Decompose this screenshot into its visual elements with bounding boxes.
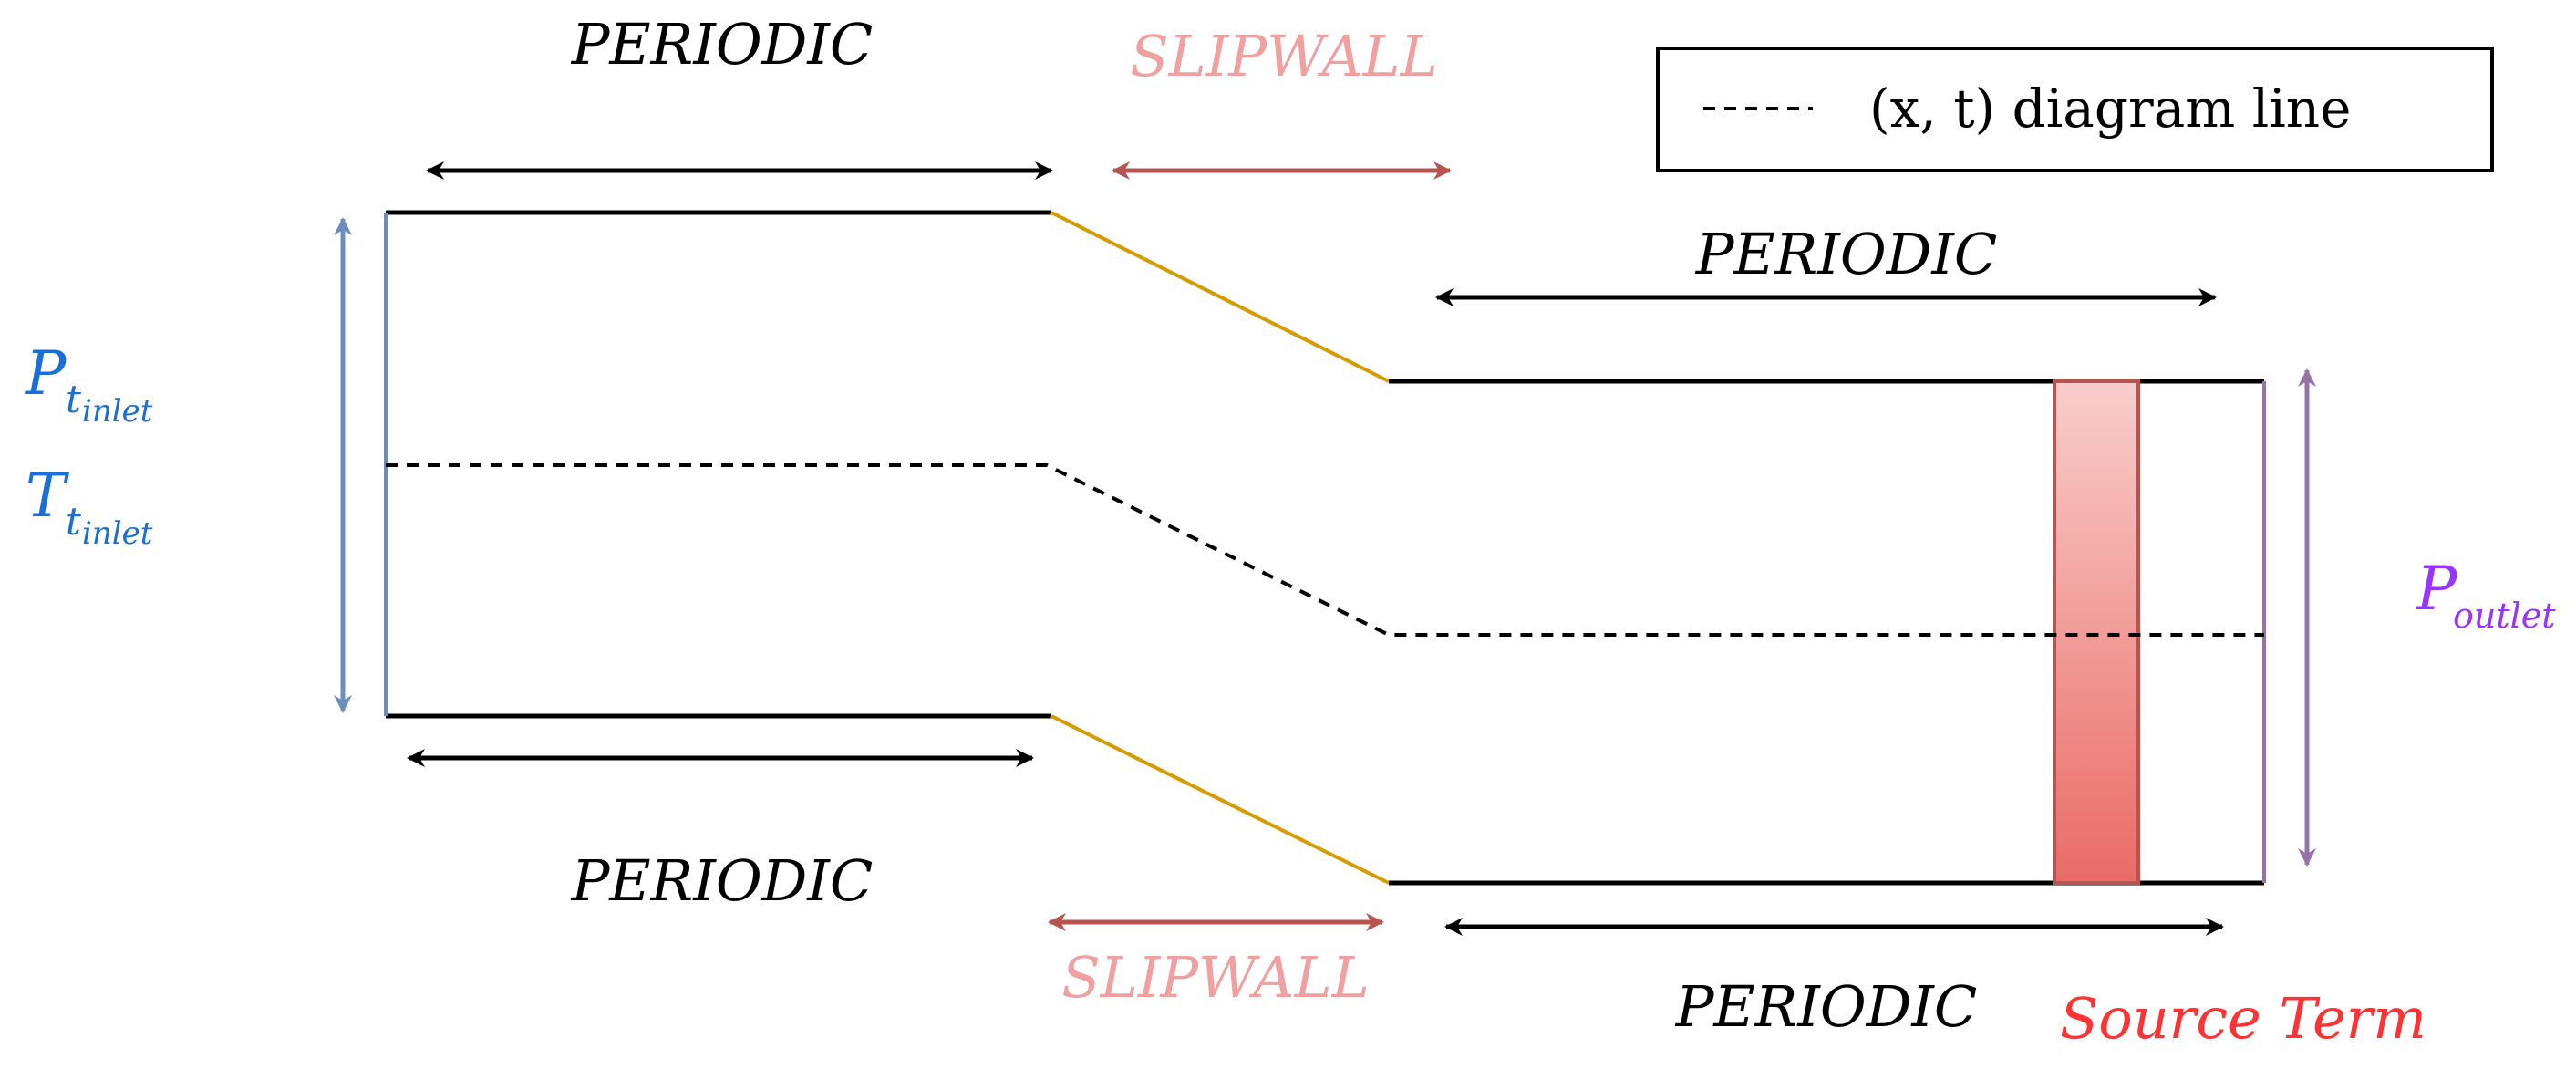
svg-text:t: t <box>66 499 81 544</box>
svg-text:inlet: inlet <box>82 515 153 552</box>
source-term-region <box>2053 379 2140 885</box>
periodic-label-top-right: PERIODIC <box>1695 221 1998 287</box>
periodic-label-bottom-right: PERIODIC <box>1675 973 1978 1040</box>
svg-text:P: P <box>2416 554 2458 624</box>
svg-text:outlet: outlet <box>2453 596 2556 636</box>
periodic-label-bottom-left: PERIODIC <box>571 847 874 914</box>
svg-text:inlet: inlet <box>82 393 153 430</box>
svg-text:P: P <box>25 338 67 409</box>
outlet-pressure-label: P outlet <box>2416 554 2556 636</box>
legend: (x, t) diagram line <box>1656 47 2494 172</box>
bottom-wall-taper <box>1050 714 1390 885</box>
slipwall-label-top: SLIPWALL <box>1130 23 1438 89</box>
source-term-label: Source Term <box>2060 985 2426 1052</box>
legend-label: (x, t) diagram line <box>1869 78 2352 140</box>
svg-text:T: T <box>26 461 70 531</box>
inlet-total-pressure-label: P t inlet <box>25 338 153 430</box>
svg-text:t: t <box>66 377 81 421</box>
inlet-total-temperature-label: T t inlet <box>26 461 153 552</box>
slipwall-label-bottom: SLIPWALL <box>1061 944 1370 1011</box>
periodic-label-top-left: PERIODIC <box>571 11 874 78</box>
top-wall-taper <box>1050 211 1390 383</box>
xt-diagram-line <box>386 463 2264 637</box>
